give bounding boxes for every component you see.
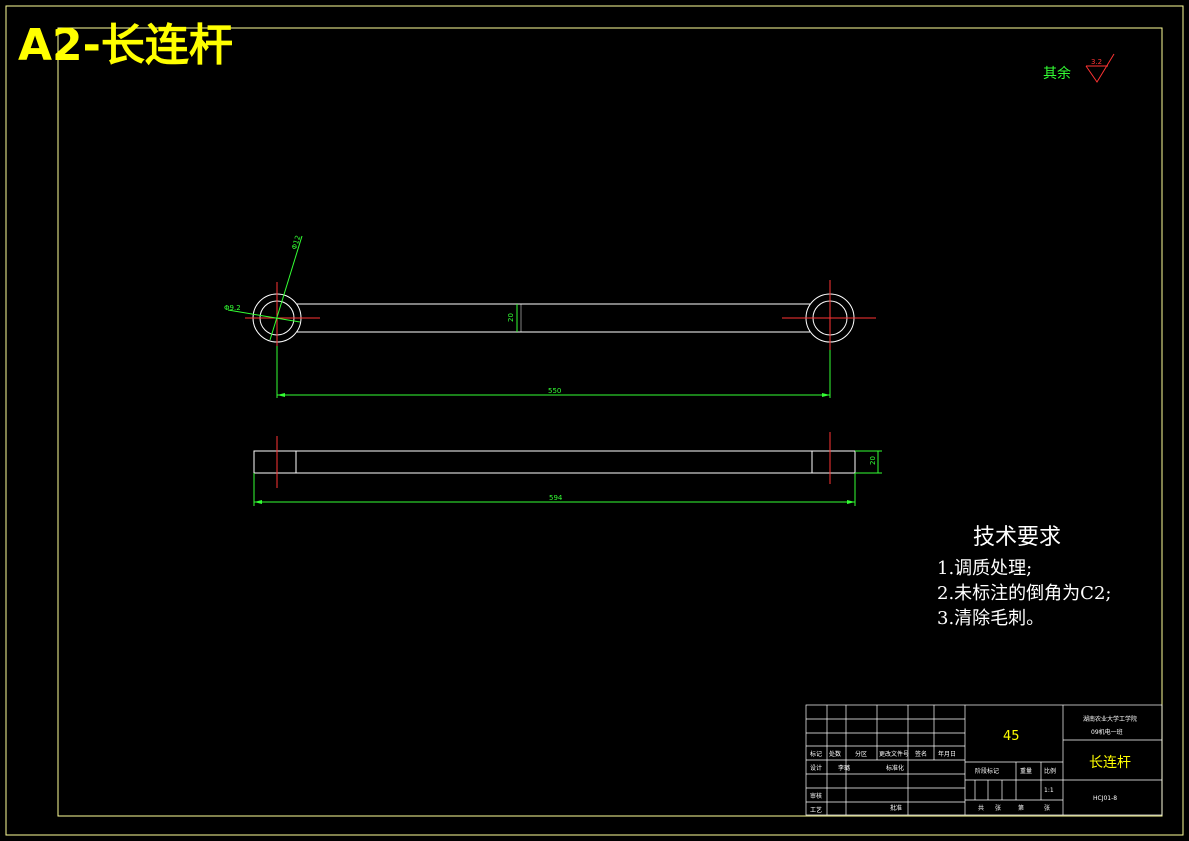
hole-dim-label: Φ12 — [290, 234, 302, 250]
part-name: 长连杆 — [1089, 755, 1131, 771]
svg-text:批准: 批准 — [890, 804, 902, 812]
svg-text:审核: 审核 — [810, 792, 822, 800]
title-block — [805, 704, 1163, 816]
title-block-text: 标记 处数 分区 更改文件号 签名 年月日 设计 李璐 标准化 审核 工艺 批准… — [810, 715, 1137, 814]
top-view: 20 594 — [253, 432, 882, 506]
svg-text:阶段标记: 阶段标记 — [975, 767, 999, 775]
svg-text:年月日: 年月日 — [938, 750, 956, 758]
svg-text:分区: 分区 — [855, 750, 867, 758]
tech-item-3: 3.清除毛刺。 — [937, 608, 1044, 629]
scale-value: 1:1 — [1044, 787, 1054, 794]
outer-frame — [5, 5, 1184, 836]
school-name: 湖南农业大学工学院 — [1083, 715, 1137, 723]
roughness-value: 3.2 — [1091, 58, 1102, 66]
svg-text:第: 第 — [1018, 804, 1024, 812]
inner-frame — [57, 27, 1163, 817]
roughness-mark — [1085, 53, 1115, 83]
svg-text:工艺: 工艺 — [810, 806, 822, 814]
svg-text:标准化: 标准化 — [886, 764, 904, 772]
tech-item-1: 1.调质处理; — [937, 558, 1032, 579]
rod-height-label: 20 — [507, 313, 515, 322]
tech-item-2: 2.未标注的倒角为C2; — [937, 583, 1111, 604]
svg-text:重量: 重量 — [1020, 767, 1032, 775]
material: 45 — [1003, 729, 1020, 744]
tech-requirements: 技术要求 1.调质处理; 2.未标注的倒角为C2; 3.清除毛刺。 — [937, 525, 1111, 629]
svg-text:比例: 比例 — [1044, 767, 1056, 775]
roughness-label: 其余 — [1043, 65, 1071, 82]
drawing-number: HCJ01-8 — [1093, 795, 1117, 802]
svg-text:处数: 处数 — [829, 750, 841, 758]
front-view: Φ12 Φ9.2 20 550 — [224, 234, 876, 398]
sheet-title: A2-长连杆 — [18, 20, 233, 71]
hole-dia-label: Φ9.2 — [224, 304, 241, 312]
class-name: 09机电一班 — [1091, 728, 1123, 736]
overall-length-label: 594 — [549, 494, 563, 502]
thickness-label: 20 — [869, 456, 877, 465]
tech-heading: 技术要求 — [973, 525, 1061, 550]
svg-text:设计: 设计 — [810, 764, 822, 772]
svg-text:张: 张 — [995, 804, 1001, 812]
roughness-symbol: 其余 3.2 — [1043, 53, 1115, 83]
svg-text:李璐: 李璐 — [838, 764, 850, 772]
svg-text:标记: 标记 — [810, 750, 822, 758]
svg-text:共: 共 — [978, 804, 984, 812]
svg-text:签名: 签名 — [915, 750, 927, 758]
svg-text:更改文件号: 更改文件号 — [879, 750, 909, 758]
center-distance-label: 550 — [548, 387, 561, 395]
svg-text:张: 张 — [1044, 804, 1050, 812]
